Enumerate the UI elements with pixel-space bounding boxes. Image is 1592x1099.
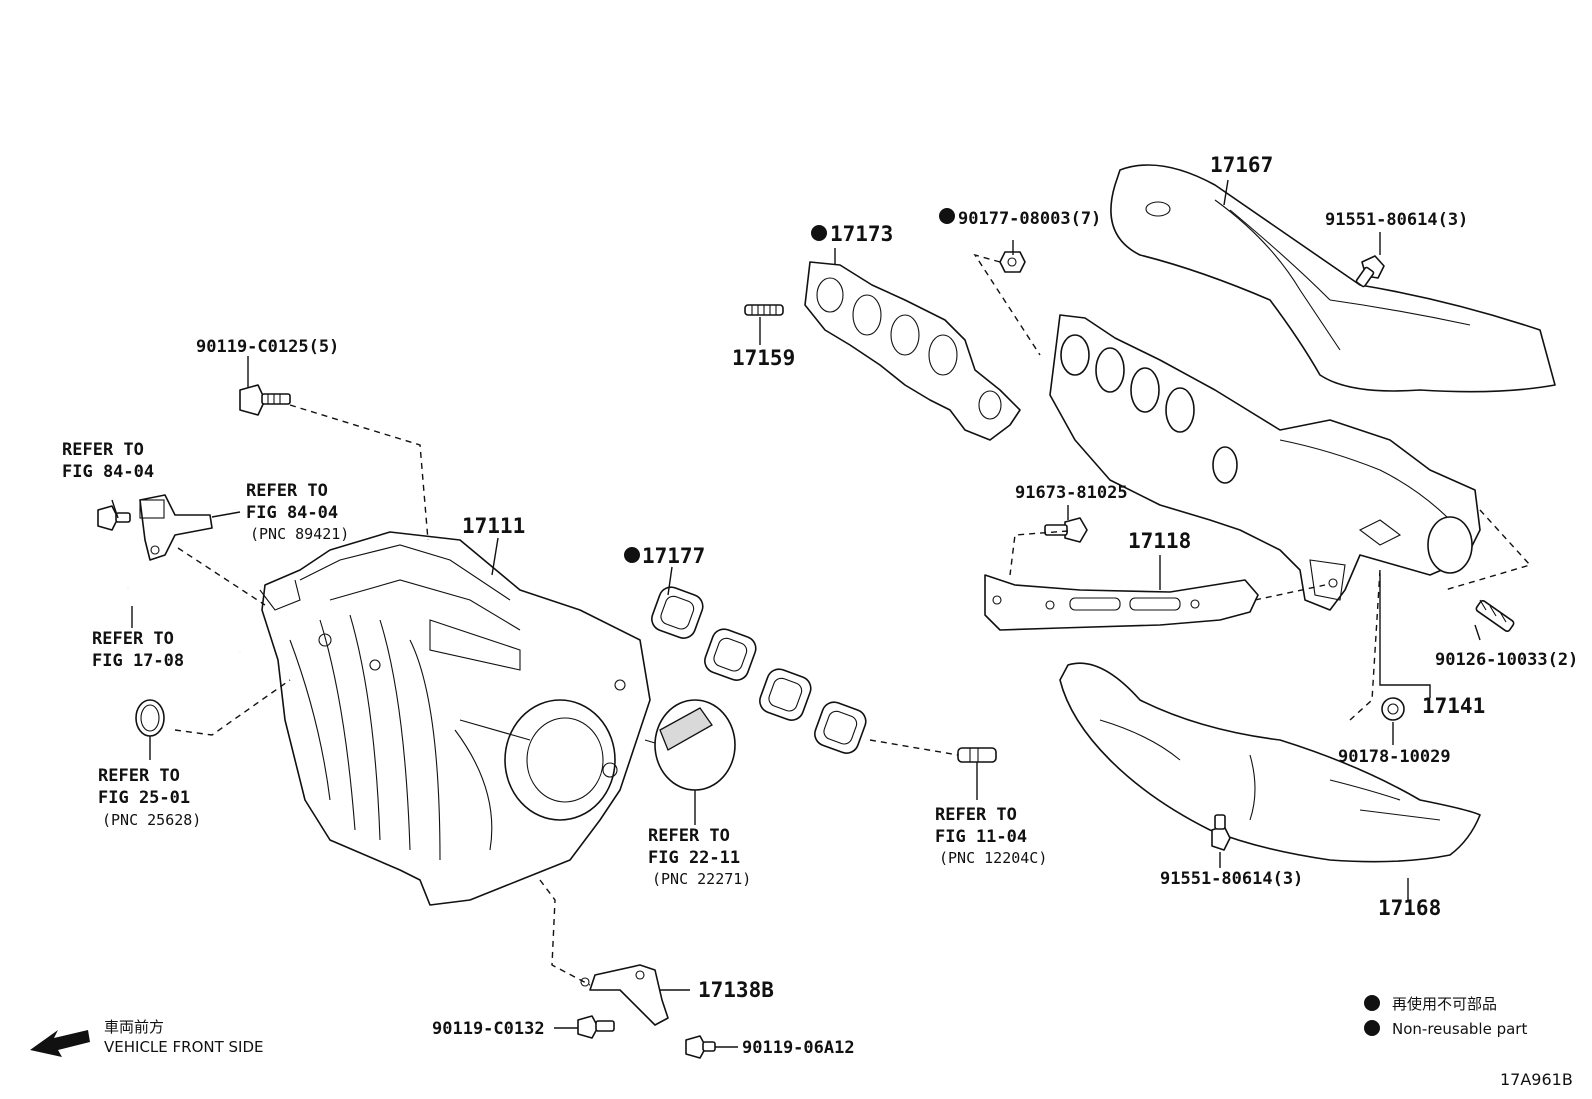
label-17141[interactable]: 17141 [1422, 694, 1485, 718]
label-17167[interactable]: 17167 [1210, 153, 1273, 177]
o-ring-ref-2501[interactable] [135, 699, 165, 737]
direction-jp: 車両前方 [104, 1018, 164, 1036]
label-90177[interactable]: 90177-08003(7) [958, 209, 1101, 229]
legend-jp: 再使用不可部品 [1392, 995, 1497, 1013]
bolt-91551-bottom[interactable] [1211, 814, 1231, 851]
bolt-90119-c0125[interactable] [239, 384, 291, 416]
stud-bolt-ref-1104[interactable] [957, 747, 997, 763]
ref-8404b-line3[interactable]: (PNC 89421) [250, 525, 349, 543]
label-91673[interactable]: 91673-81025 [1015, 483, 1128, 503]
ref-2501-line2[interactable]: FIG 25-01 [98, 788, 190, 808]
label-91551-bottom[interactable]: 91551-80614(3) [1160, 869, 1303, 889]
label-90178[interactable]: 90178-10029 [1338, 747, 1451, 767]
ref-2501-line1[interactable]: REFER TO [98, 766, 180, 786]
intake-bracket[interactable] [580, 964, 669, 1026]
label-17177[interactable]: 17177 [642, 544, 705, 568]
label-90126[interactable]: 90126-10033(2) [1435, 650, 1578, 670]
ref-2501-line3[interactable]: (PNC 25628) [102, 811, 201, 829]
ref-2211-line3[interactable]: (PNC 22271) [652, 870, 751, 888]
exhaust-gasket[interactable] [804, 261, 1021, 441]
label-17159[interactable]: 17159 [732, 346, 795, 370]
vehicle-front-arrow [30, 1030, 90, 1057]
ref-1708-line1[interactable]: REFER TO [92, 629, 174, 649]
ref-1104-line1[interactable]: REFER TO [935, 805, 1017, 825]
assembly-lines [174, 253, 1532, 986]
bolt-90119-06a12[interactable] [685, 1035, 716, 1059]
intake-manifold[interactable] [259, 531, 651, 906]
hose-ref-1708[interactable] [126, 586, 241, 654]
direction-en: VEHICLE FRONT SIDE [104, 1038, 264, 1056]
diagram-code: 17A961B [1500, 1070, 1573, 1089]
label-17111[interactable]: 17111 [462, 514, 525, 538]
manifold-stay[interactable] [984, 574, 1259, 631]
ref-8404b-line1[interactable]: REFER TO [246, 481, 328, 501]
label-90119-c0132[interactable]: 90119-C0132 [432, 1019, 545, 1039]
ref-8404a-line1[interactable]: REFER TO [62, 440, 144, 460]
stud-90126[interactable] [1475, 599, 1515, 633]
ref-8404b-line2[interactable]: FIG 84-04 [246, 503, 338, 523]
exhaust-manifold[interactable] [1049, 314, 1481, 611]
label-90119-06a12[interactable]: 90119-06A12 [742, 1038, 855, 1058]
leader-lines [111, 179, 1481, 1048]
non-reusable-mark-17173 [811, 225, 827, 241]
ref-1104-line2[interactable]: FIG 11-04 [935, 827, 1027, 847]
label-17118[interactable]: 17118 [1128, 529, 1191, 553]
legend-dot-jp [1364, 995, 1380, 1011]
bolt-91673[interactable] [1044, 517, 1088, 543]
nut-90178[interactable] [1381, 697, 1405, 721]
label-90119-c0125[interactable]: 90119-C0125(5) [196, 337, 339, 357]
legend-en: Non-reusable part [1392, 1020, 1527, 1038]
throttle-body-gasket[interactable] [644, 699, 736, 791]
bolt-90119-c0132[interactable] [577, 1015, 615, 1039]
label-17168[interactable]: 17168 [1378, 896, 1441, 920]
ref-2211-line2[interactable]: FIG 22-11 [648, 848, 740, 868]
bolt-ref-8404[interactable] [97, 505, 131, 531]
label-91551-top[interactable]: 91551-80614(3) [1325, 210, 1468, 230]
stud-bolt-17159[interactable] [744, 304, 784, 316]
legend-dot-en [1364, 1020, 1380, 1036]
ref-1104-line3[interactable]: (PNC 12204C) [939, 849, 1047, 867]
sensor-bracket[interactable] [139, 494, 213, 561]
heat-insulator-lower[interactable] [1059, 662, 1481, 863]
bolt-91551-top[interactable] [1355, 255, 1385, 288]
non-reusable-mark-90177 [939, 208, 955, 224]
ref-2211-line1[interactable]: REFER TO [648, 826, 730, 846]
label-17138b[interactable]: 17138B [698, 978, 774, 1002]
label-17173[interactable]: 17173 [830, 222, 893, 246]
heat-insulator-upper[interactable] [1110, 164, 1556, 393]
intake-gasket[interactable] [648, 584, 869, 757]
ref-1708-line2[interactable]: FIG 17-08 [92, 651, 184, 671]
non-reusable-mark-17177 [624, 547, 640, 563]
ref-8404a-line2[interactable]: FIG 84-04 [62, 462, 154, 482]
